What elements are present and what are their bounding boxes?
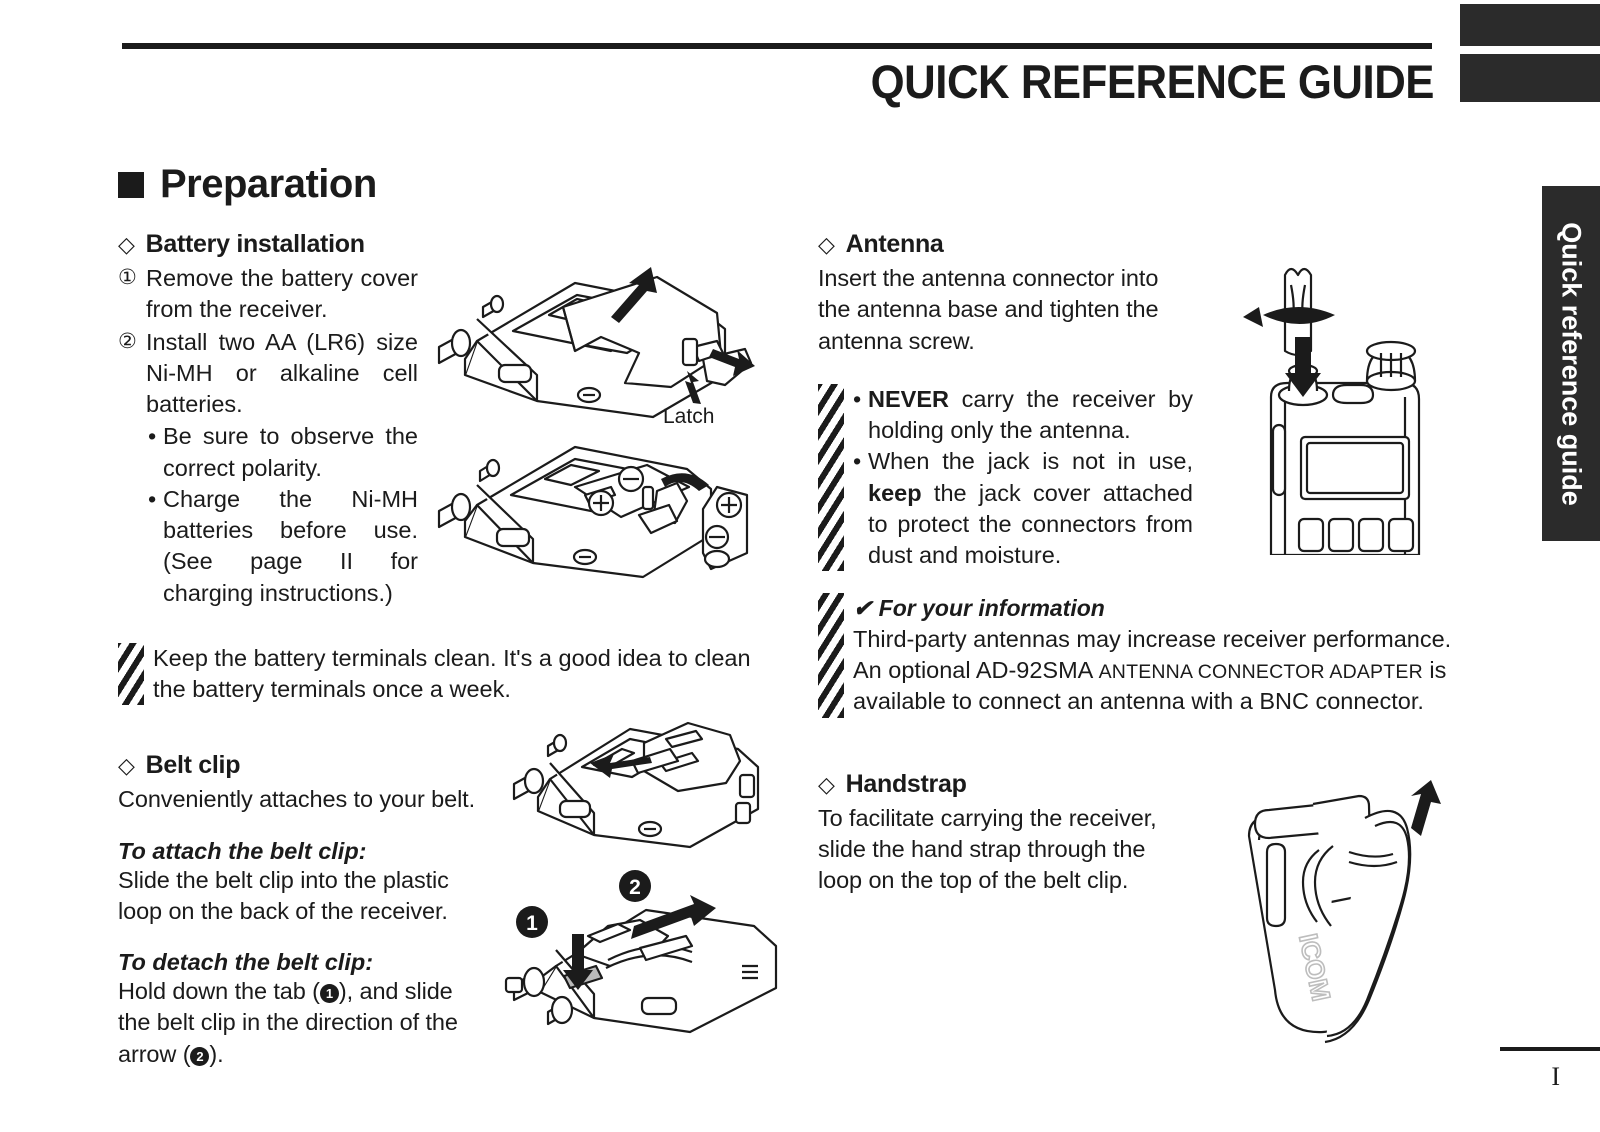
warning-text: NEVER carry the receiver by holding only…	[868, 384, 1193, 447]
info-note-title-label: For your information	[878, 595, 1105, 622]
handstrap-text: To facilitate carrying the receiver, sli…	[818, 804, 1157, 894]
subheading-handstrap: ◇ Handstrap	[818, 770, 1193, 799]
header-corner-block-bottom	[1460, 54, 1600, 102]
step-text: Remove the battery cover from the receiv…	[146, 265, 418, 323]
hatch-bar-icon	[818, 593, 844, 718]
subheading-label: Antenna	[845, 230, 944, 258]
note-body: • NEVER carry the receiver by holding on…	[853, 384, 1193, 572]
left-column: ◇ Battery installation ① Remove the batt…	[118, 230, 808, 1070]
note-body: ✔ For your information Third-party anten…	[853, 593, 1468, 717]
step-badge-2: 2	[190, 1046, 210, 1066]
belt-clip-attach-text: Slide the belt clip into the plastic loo…	[118, 866, 449, 924]
subheading-label: Battery installation	[145, 230, 365, 258]
warning-pre: When the jack is not in use,	[868, 448, 1193, 475]
svg-text:1: 1	[526, 912, 538, 935]
belt-clip-intro: Conveniently attaches to your belt.	[118, 786, 476, 813]
warning-bold: NEVER	[868, 385, 949, 412]
belt-clip-block: ◇ Belt clip Conveniently attaches to you…	[118, 751, 488, 1070]
list-item: • Charge the Ni-MH batteries before use.…	[148, 484, 418, 609]
info-line-1: Third-party antennas may increase receiv…	[853, 625, 1452, 652]
battery-sub-bullets: • Be sure to observe the correct polarit…	[148, 421, 418, 609]
diamond-bullet-icon: ◇	[118, 753, 135, 779]
bullet-dot-icon: •	[853, 385, 862, 412]
list-item: ① Remove the battery cover from the rece…	[118, 263, 418, 326]
info-note-title: ✔ For your information	[853, 593, 1468, 624]
figure-battery-installation	[425, 425, 765, 585]
antenna-intro: Insert the antenna connector into the an…	[818, 265, 1159, 354]
info-line-2-pre: An optional AD-92SMA	[853, 657, 1099, 684]
check-icon: ✔	[853, 595, 873, 622]
list-item: • When the jack is not in use, keep the …	[853, 446, 1193, 571]
bullet-dot-icon: •	[148, 485, 157, 512]
subheading-label: Belt clip	[145, 751, 241, 780]
detach-text-a: Hold down the tab (	[118, 978, 320, 1004]
section-heading-label: Preparation	[160, 162, 377, 206]
step-marker: ②	[118, 329, 137, 353]
right-column: ◇ Antenna Insert the antenna connector i…	[818, 230, 1468, 896]
header-corner-block-top	[1460, 4, 1600, 46]
figure-handstrap: ICOM	[1215, 778, 1455, 1048]
bullet-dot-icon: •	[148, 423, 157, 450]
info-line-2-smallcaps: ANTENNA CONNECTOR ADAPTER	[1098, 661, 1423, 684]
svg-text:2: 2	[629, 876, 641, 899]
section-heading-preparation: Preparation	[118, 162, 377, 207]
diamond-bullet-icon: ◇	[818, 232, 835, 257]
note-antenna-warnings: • NEVER carry the receiver by holding on…	[818, 383, 1193, 572]
square-bullet-icon	[118, 171, 144, 198]
subheading-antenna: ◇ Antenna	[818, 230, 1468, 259]
warning-rest: the jack cover attached to protect the c…	[868, 479, 1193, 569]
figure-belt-clip-detach: 1 2	[490, 860, 800, 1035]
note-for-your-information: ✔ For your information Third-party anten…	[818, 593, 1468, 718]
side-tab-label: Quick reference guide	[1556, 221, 1587, 506]
warning-rest: carry the receiver by holding only the a…	[868, 385, 1193, 443]
bullet-text: Charge the Ni-MH batteries before use. (…	[163, 485, 418, 606]
page-title: QUICK REFERENCE GUIDE	[870, 55, 1435, 108]
belt-clip-attach-heading: To attach the belt clip:	[118, 837, 367, 864]
hatch-bar-icon	[118, 642, 144, 706]
list-item: • NEVER carry the receiver by holding on…	[853, 384, 1193, 447]
list-item: ② Install two AA (LR6) size Ni-MH or alk…	[118, 327, 418, 421]
warning-bold: keep	[868, 479, 922, 506]
detach-text-c: ).	[209, 1040, 224, 1067]
footer-rule	[1500, 1047, 1600, 1051]
diamond-bullet-icon: ◇	[818, 771, 835, 797]
note-battery-terminals: Keep the battery terminals clean. It's a…	[118, 642, 788, 706]
note-text: Keep the battery terminals clean. It's a…	[153, 644, 751, 702]
hatch-bar-icon	[818, 383, 844, 572]
belt-clip-detach-text: Hold down the tab (1), and slide the bel…	[118, 976, 488, 1070]
figure-caption-latch: Latch	[663, 405, 715, 428]
subheading-battery-installation: ◇ Battery installation	[118, 230, 808, 259]
step-marker: ①	[118, 266, 137, 289]
figure-battery-cover-removal	[425, 255, 785, 425]
info-note-text: Third-party antennas may increase receiv…	[853, 624, 1468, 718]
list-item: • Be sure to observe the correct polarit…	[148, 421, 418, 484]
warning-text: When the jack is not in use, keep the ja…	[868, 446, 1193, 571]
page-number: I	[1551, 1062, 1560, 1091]
header-rule	[122, 43, 1432, 49]
subheading-label: Handstrap	[845, 769, 967, 798]
handstrap-block: ◇ Handstrap To facilitate carrying the r…	[818, 770, 1193, 897]
subheading-belt-clip: ◇ Belt clip	[118, 751, 488, 780]
step-badge-1: 1	[319, 984, 339, 1003]
step-text: Install two AA (LR6) size Ni-MH or alkal…	[146, 328, 418, 418]
bullet-dot-icon: •	[853, 448, 862, 475]
info-line-2-post: is available to connect an antenna with …	[853, 657, 1447, 715]
detach-text-b: ), and slide the belt clip in the direct…	[118, 978, 458, 1067]
bullet-text: Be sure to observe the correct polarity.	[163, 423, 418, 481]
figure-belt-clip-attach	[490, 705, 790, 855]
figure-antenna-installation	[1215, 255, 1455, 555]
battery-steps-list: ① Remove the battery cover from the rece…	[118, 263, 418, 609]
diamond-bullet-icon: ◇	[118, 232, 135, 257]
belt-clip-detach-heading: To detach the belt clip:	[118, 949, 374, 975]
side-tab-quick-reference-guide: Quick reference guide	[1542, 186, 1600, 541]
